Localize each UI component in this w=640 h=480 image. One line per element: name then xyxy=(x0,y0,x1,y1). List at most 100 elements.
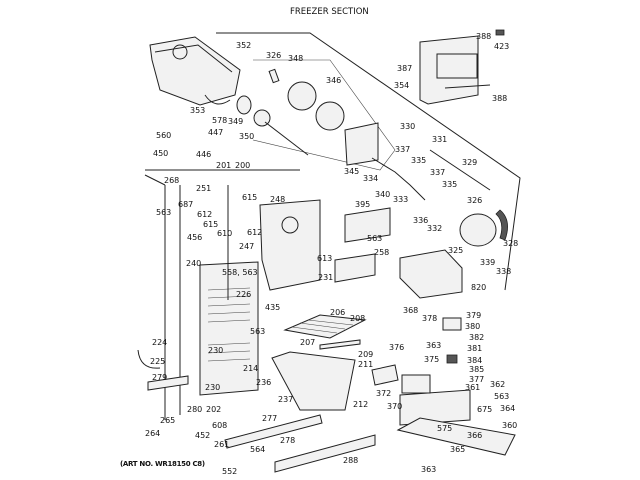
part-number-label: 381 xyxy=(467,344,482,353)
part-number-label: 452 xyxy=(195,431,210,440)
part-number-label: 337 xyxy=(430,168,445,177)
part-number-label: 563 xyxy=(367,234,382,243)
part-number-label: 435 xyxy=(265,303,280,312)
part-number-label: 206 xyxy=(330,308,345,317)
part-number-label: 552 xyxy=(222,467,237,476)
part-number-label: 200 xyxy=(235,161,250,170)
part-number-label: 278 xyxy=(280,436,295,445)
part-number-label: 325 xyxy=(448,246,463,255)
part-number-label: 337 xyxy=(395,145,410,154)
part-number-label: 613 xyxy=(317,254,332,263)
part-number-label: 350 xyxy=(239,132,254,141)
part-number-label: 612 xyxy=(247,228,262,237)
part-number-label: 268 xyxy=(164,176,179,185)
part-number-label: 363 xyxy=(426,341,441,350)
part-number-label: 558, 563 xyxy=(222,268,258,277)
part-number-label: 610 xyxy=(217,229,232,238)
part-number-label: 578 xyxy=(212,116,227,125)
part-number-label: 349 xyxy=(228,117,243,126)
part-number-label: 202 xyxy=(206,405,221,414)
mounting-plate xyxy=(344,122,379,166)
part-number-label: 328 xyxy=(503,239,518,248)
part-number-label: 346 xyxy=(326,76,341,85)
part-number-label: 277 xyxy=(262,414,277,423)
part-number-label: 563 xyxy=(156,208,171,217)
part-number-label: 209 xyxy=(358,350,373,359)
part-number-label: 375 xyxy=(424,355,439,364)
part-number-label: 261 xyxy=(214,440,229,449)
part-number-label: 265 xyxy=(160,416,175,425)
grille xyxy=(274,434,376,473)
part-number-label: 372 xyxy=(376,389,391,398)
part-number-label: 379 xyxy=(466,311,481,320)
part-number-label: 212 xyxy=(353,400,368,409)
wire-shelf xyxy=(283,314,367,350)
part-number-label: 382 xyxy=(469,333,484,342)
art-number: (ART NO. WR18150 C8) xyxy=(120,460,205,468)
part-number-label: 368 xyxy=(403,306,418,315)
motor xyxy=(459,209,508,247)
part-number-label: 365 xyxy=(450,445,465,454)
part-number-label: 264 xyxy=(145,429,160,438)
part-number-label: 326 xyxy=(266,51,281,60)
part-number-label: 207 xyxy=(300,338,315,347)
part-number-label: 447 xyxy=(208,128,223,137)
rail xyxy=(147,375,189,391)
part-number-label: 360 xyxy=(502,421,517,430)
part-number-label: 376 xyxy=(389,343,404,352)
cabinet-wall xyxy=(144,169,300,420)
part-number-label: 333 xyxy=(393,195,408,204)
part-number-label: 820 xyxy=(471,283,486,292)
part-number-label: 225 xyxy=(150,357,165,366)
part-number-label: 335 xyxy=(442,180,457,189)
dispenser-door xyxy=(419,29,505,105)
fan-opening xyxy=(281,216,299,234)
part-number-label: 214 xyxy=(243,364,258,373)
part-number-label: 236 xyxy=(256,378,271,387)
part-number-label: 211 xyxy=(358,360,373,369)
part-number-label: 280 xyxy=(187,405,202,414)
part-number-label: 230 xyxy=(205,383,220,392)
part-number-label: 332 xyxy=(427,224,442,233)
auger-assembly xyxy=(236,68,345,156)
part-number-label: 608 xyxy=(212,421,227,430)
part-number-label: 331 xyxy=(432,135,447,144)
part-number-label: 329 xyxy=(462,158,477,167)
slide-rail xyxy=(224,414,323,449)
part-number-label: 340 xyxy=(375,190,390,199)
part-number-label: 377 xyxy=(469,375,484,384)
part-number-label: 612 xyxy=(197,210,212,219)
trim-panel xyxy=(334,253,376,283)
part-number-label: 352 xyxy=(236,41,251,50)
part-number-label: 378 xyxy=(422,314,437,323)
part-number-label: 251 xyxy=(196,184,211,193)
part-number-label: 361 xyxy=(465,383,480,392)
part-number-label: 675 xyxy=(477,405,492,414)
part-number-label: 363 xyxy=(421,465,436,474)
part-number-label: 364 xyxy=(500,404,515,413)
part-number-label: 279 xyxy=(152,373,167,382)
part-number-label: 201 xyxy=(216,161,231,170)
part-number-label: 450 xyxy=(153,149,168,158)
part-number-label: 348 xyxy=(288,54,303,63)
part-number-label: 326 xyxy=(467,196,482,205)
part-number-label: 237 xyxy=(278,395,293,404)
frame-outline xyxy=(216,32,521,291)
part-number-label: 385 xyxy=(469,365,484,374)
part-number-label: 362 xyxy=(490,380,505,389)
part-number-label: 384 xyxy=(467,356,482,365)
part-number-label: 564 xyxy=(250,445,265,454)
part-number-label: 338 xyxy=(496,267,511,276)
part-number-label: 247 xyxy=(239,242,254,251)
part-number-label: 446 xyxy=(196,150,211,159)
part-number-label: 563 xyxy=(250,327,265,336)
part-number-label: 231 xyxy=(318,273,333,282)
icemaker xyxy=(399,249,463,299)
part-number-label: 387 xyxy=(397,64,412,73)
part-number-label: 560 xyxy=(156,131,171,140)
part-number-label: 330 xyxy=(400,122,415,131)
part-number-label: 388 xyxy=(476,32,491,41)
auger-zone-outline xyxy=(252,59,396,171)
